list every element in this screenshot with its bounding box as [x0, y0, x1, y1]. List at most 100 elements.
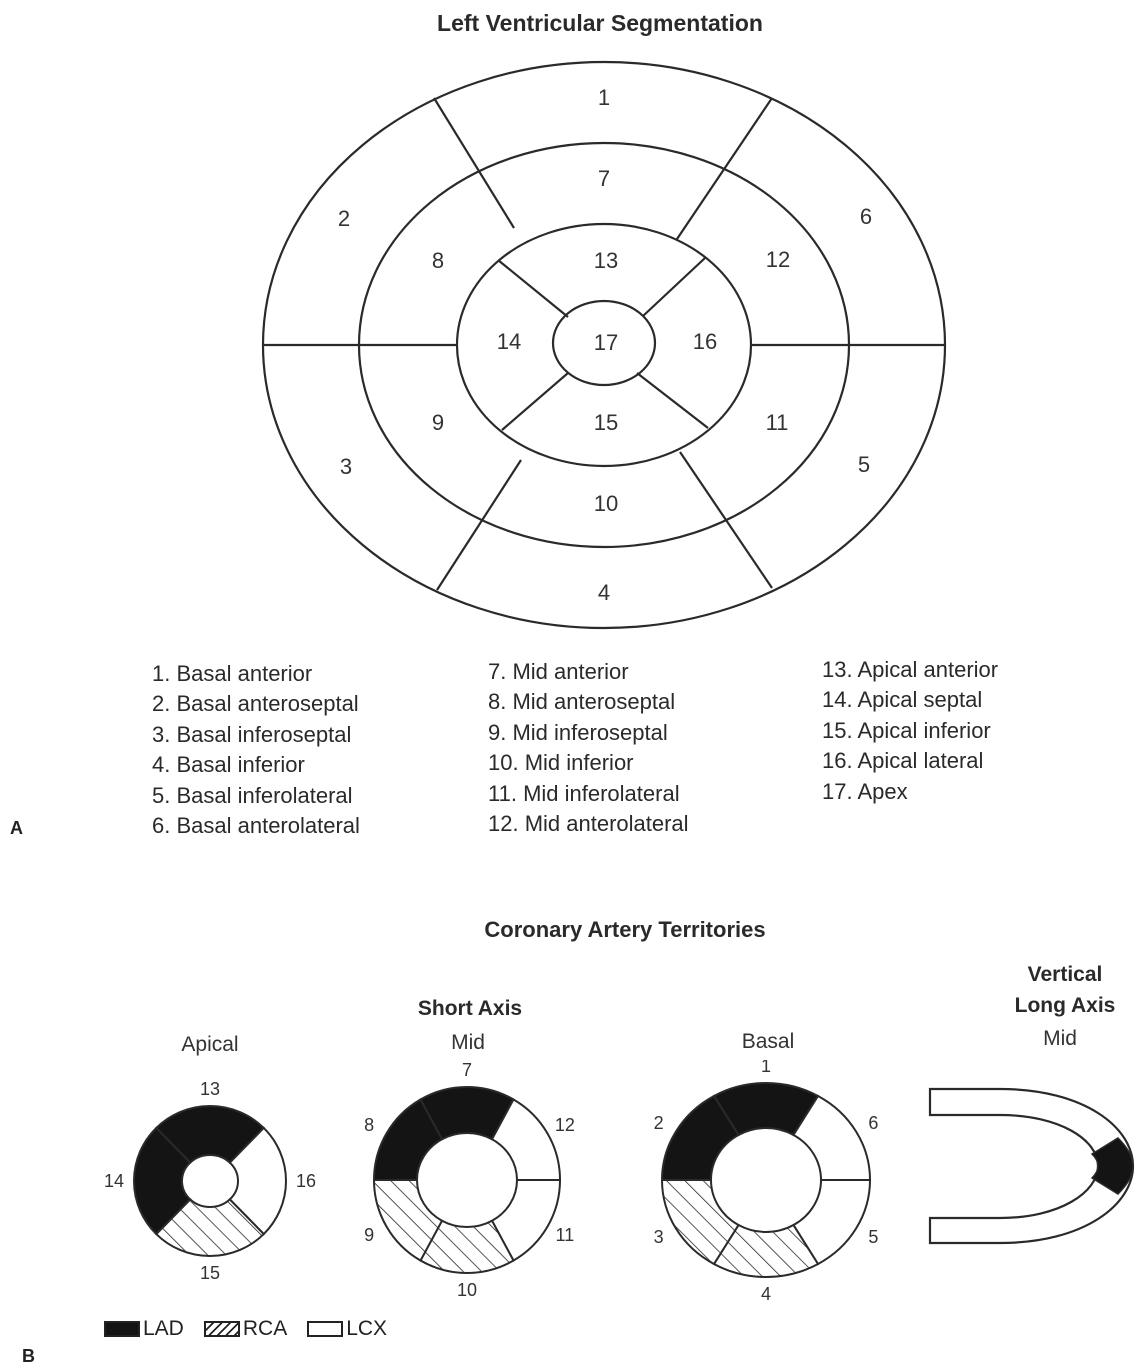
segment-item: 6. Basal anterolateral: [152, 812, 360, 838]
apical-ring-segment-number: 15: [200, 1263, 220, 1283]
view-label-mid: Mid: [451, 1031, 485, 1054]
segment-list-basal: 1. Basal anterior 2. Basal anteroseptal …: [152, 659, 360, 841]
view-label-basal: Basal: [741, 1030, 795, 1053]
basal-ring-segment-number: 5: [868, 1227, 878, 1247]
vla-label-line1: Vertical: [1027, 963, 1103, 986]
panel-a-title: Left Ventricular Segmentation: [437, 10, 763, 36]
panel-b-label: B: [22, 1346, 35, 1366]
basal-ring-segment: [792, 1094, 872, 1181]
segment-item: 13. Apical anterior: [822, 657, 999, 682]
panel-b-title: Coronary Artery Territories: [484, 917, 766, 942]
segment-item: 4. Basal inferior: [152, 752, 305, 778]
apical-ring-segment-number: 14: [104, 1171, 124, 1191]
basal-ring-segment-number: 2: [654, 1113, 664, 1133]
mid-ring-segment-number: 8: [364, 1115, 374, 1135]
basal-ring-segment: [660, 1094, 740, 1181]
apical-ring-segment-number: 13: [200, 1079, 220, 1099]
basal-ring-segment-number: 4: [761, 1284, 771, 1304]
panel-a-label: A: [10, 818, 23, 838]
segment-number: 17: [594, 330, 618, 355]
segment-item: 9. Mid inferoseptal: [488, 719, 668, 745]
legend-rca-label: RCA: [242, 1317, 288, 1340]
legend-lad-label: LAD: [143, 1317, 184, 1340]
segment-number: 11: [766, 410, 789, 435]
segment-number: 6: [860, 204, 872, 229]
lad-swatch: [104, 1321, 140, 1337]
basal-ring-segment-number: 3: [654, 1227, 664, 1247]
apical-ring-segment: [154, 1197, 266, 1257]
legend-lcx-label: LCX: [346, 1317, 388, 1340]
apical-ring-segment: [154, 1105, 266, 1165]
segment-number: 5: [858, 452, 870, 477]
divider-13-16: [642, 257, 706, 317]
mid-ring-segment: [490, 1179, 562, 1262]
segment-number: 8: [432, 248, 444, 273]
short-axis-label: Short Axis: [417, 997, 523, 1020]
segment-number: 1: [598, 85, 610, 110]
segment-item: 11. Mid inferolateral: [488, 780, 680, 806]
apical-ring-segment: [228, 1126, 287, 1236]
segment-item: 2. Basal anteroseptal: [152, 691, 359, 717]
divider-5-4: [679, 451, 773, 589]
segment-number: 4: [598, 580, 610, 605]
segment-item: 7. Mid anterior: [488, 659, 629, 684]
apical-ring-segment-number: 16: [296, 1171, 316, 1191]
segment-number: 3: [340, 454, 352, 479]
segment-item: 12. Mid anterolateral: [488, 810, 689, 836]
mid-ring-segment: [372, 1098, 444, 1181]
segment-number: 12: [766, 247, 790, 272]
segment-item: 15. Apical inferior: [822, 717, 991, 743]
segment-item: 1. Basal anterior: [152, 661, 313, 686]
divider-13-14: [497, 259, 569, 318]
segment-item: 17. Apex: [822, 778, 908, 804]
apex-circle: [551, 299, 657, 387]
basal-ring-segment: [712, 1223, 820, 1278]
segment-item: 10. Mid inferior: [488, 750, 634, 776]
segment-number: 7: [598, 166, 610, 191]
mid-ring-segment-number: 12: [555, 1115, 575, 1135]
divider-1-2: [433, 97, 515, 229]
segment-item: 16. Apical lateral: [822, 748, 984, 774]
mid-ring-segment-number: 7: [462, 1060, 472, 1080]
segment-number: 15: [594, 410, 618, 435]
basal-ring-segment: [660, 1179, 740, 1266]
divider-1-6: [676, 97, 773, 240]
mid-ring-segment-number: 10: [457, 1280, 477, 1300]
mid-ring-segment-number: 9: [364, 1225, 374, 1245]
segment-number: 14: [497, 329, 521, 354]
lcx-swatch: [307, 1321, 344, 1337]
view-label-apical: Apical: [181, 1033, 239, 1056]
divider-15-14: [501, 372, 569, 431]
mid-ring-segment: [490, 1098, 562, 1181]
bullseye-diagram: 1 2 3 4 5 6 7 8 9 10 11 12 13 14 15 16 1…: [261, 60, 947, 630]
apical-ring-segment: [133, 1126, 192, 1236]
legend-lad: LAD: [104, 1317, 184, 1341]
territory-legend: LAD RCA LCX: [104, 1317, 407, 1341]
basal-ring-segment-number: 6: [868, 1113, 878, 1133]
segment-number: 16: [693, 329, 717, 354]
vla-label-line3: Mid: [1043, 1027, 1077, 1050]
rca-swatch: [203, 1321, 240, 1337]
mid-ring-segment: [419, 1219, 515, 1274]
segment-number: 13: [594, 248, 618, 273]
legend-rca: RCA: [203, 1317, 288, 1341]
segment-item: 3. Basal inferoseptal: [152, 721, 352, 747]
segment-item: 14. Apical septal: [822, 687, 983, 713]
segment-item: 8. Mid anteroseptal: [488, 689, 676, 715]
long-axis-wall: [928, 1087, 1135, 1245]
segment-number: 10: [594, 491, 618, 516]
divider-4-3: [436, 459, 522, 591]
basal-ring-segment-number: 1: [761, 1060, 771, 1076]
segment-item: 5. Basal inferolateral: [152, 782, 353, 808]
vla-label-line2: Long Axis: [1014, 994, 1116, 1017]
legend-lcx: LCX: [307, 1317, 387, 1341]
segment-list-apical: 13. Apical anterior 14. Apical septal 15…: [822, 655, 998, 807]
segment-number: 9: [432, 410, 444, 435]
segment-list-mid: 7. Mid anterior 8. Mid anteroseptal 9. M…: [488, 657, 689, 839]
mid-ring-segment-number: 11: [556, 1225, 575, 1245]
segment-number: 2: [338, 206, 350, 231]
long-axis-apex-lad: [1090, 1137, 1134, 1195]
basal-ring-segment: [792, 1179, 872, 1266]
